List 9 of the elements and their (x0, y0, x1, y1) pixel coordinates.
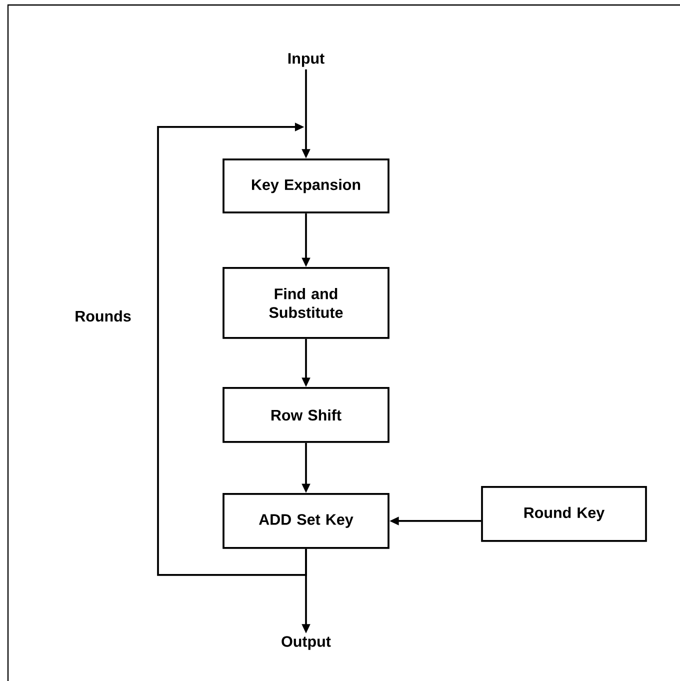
process-box: ADD Set Key (222, 493, 390, 549)
process-box: Find and Substitute (222, 267, 390, 339)
arrow (157, 122, 307, 576)
terminal-label: Output (282, 636, 331, 650)
process-box: Key Expansion (222, 158, 390, 214)
edge-label: Rounds (74, 309, 132, 323)
process-box: Row Shift (222, 387, 390, 443)
terminal-label: Input (288, 53, 324, 67)
process-box: Round Key (481, 486, 647, 542)
